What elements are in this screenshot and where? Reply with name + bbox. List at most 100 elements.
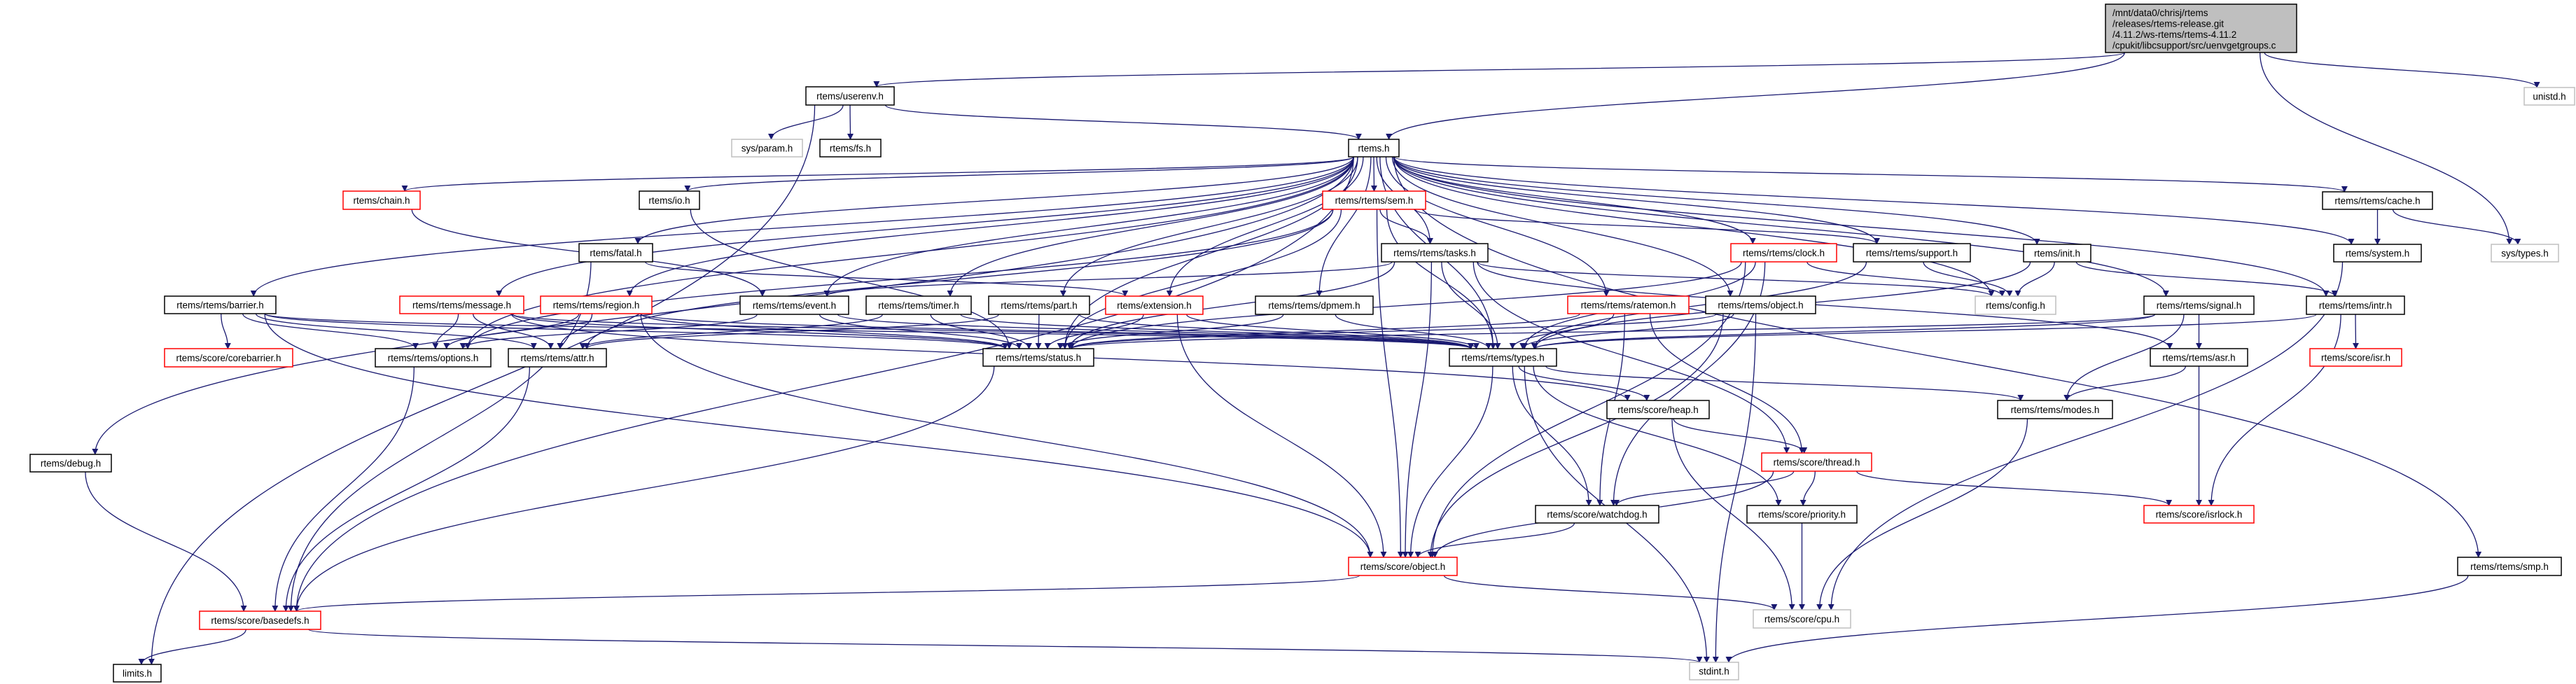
- edge-region-to-types: [640, 313, 1474, 349]
- edge-timer-to-types: [960, 314, 1474, 349]
- edge-tasks-to-asr: [1477, 261, 2173, 349]
- edge-smp-to-stdint: [1725, 575, 2469, 663]
- node-region[interactable]: rtems/rtems/region.h: [540, 295, 653, 314]
- edge-part-to-types: [1078, 314, 1474, 349]
- node-box: [399, 295, 524, 314]
- node-clock[interactable]: rtems/rtems/clock.h: [1730, 243, 1837, 263]
- node-dpmem[interactable]: rtems/rtems/dpmem.h: [1255, 295, 1374, 315]
- root-node-label-line: /mnt/data0/chrisj/rtems: [2112, 8, 2208, 18]
- edge-status-to-basedefs: [293, 365, 995, 612]
- node-status[interactable]: rtems/rtems/status.h: [982, 348, 1094, 367]
- node-box: [1535, 505, 1659, 524]
- node-signal[interactable]: rtems/rtems/signal.h: [2143, 295, 2255, 315]
- node-chain[interactable]: rtems/chain.h: [342, 190, 421, 210]
- edge-region-to-options: [443, 313, 580, 349]
- node-box: [2322, 191, 2433, 210]
- node-modes[interactable]: rtems/rtems/modes.h: [1997, 400, 2113, 419]
- node-io[interactable]: rtems/io.h: [639, 190, 700, 210]
- node-isr[interactable]: rtems/score/isr.h: [2309, 348, 2402, 367]
- node-stdint[interactable]: stdint.h: [1689, 662, 1739, 680]
- node-options[interactable]: rtems/rtems/options.h: [375, 348, 492, 368]
- node-config[interactable]: rtems/config.h: [1975, 295, 2056, 315]
- node-smp[interactable]: rtems/rtems/smp.h: [2457, 557, 2562, 576]
- edge-sem-to-tasks: [1379, 209, 1433, 244]
- node-label: rtems/rtems/event.h: [753, 300, 836, 311]
- edge-region-to-status: [640, 313, 1008, 349]
- node-rtems[interactable]: rtems.h: [1348, 139, 1400, 158]
- node-box: [1705, 295, 1816, 314]
- edge-scoreobject-to-basedefs: [293, 575, 1360, 612]
- node-support[interactable]: rtems/rtems/support.h: [1853, 243, 1971, 263]
- edge-sem-to-scoreobject: [1376, 209, 1404, 558]
- node-message[interactable]: rtems/rtems/message.h: [399, 295, 524, 314]
- node-systypes[interactable]: sys/types.h: [2491, 244, 2559, 263]
- node-heap[interactable]: rtems/score/heap.h: [1606, 400, 1710, 419]
- node-timer[interactable]: rtems/rtems/timer.h: [865, 295, 972, 315]
- node-types[interactable]: rtems/rtems/types.h: [1449, 348, 1557, 367]
- node-box: [1975, 295, 2056, 315]
- node-limits[interactable]: limits.h: [113, 664, 162, 683]
- node-ratemon[interactable]: rtems/rtems/ratemon.h: [1567, 295, 1690, 314]
- node-fs[interactable]: rtems/fs.h: [819, 139, 882, 158]
- node-isrlock[interactable]: rtems/score/isrlock.h: [2143, 505, 2255, 524]
- node-extension[interactable]: rtems/extension.h: [1105, 295, 1204, 315]
- node-system[interactable]: rtems/system.h: [2333, 244, 2422, 263]
- edge-message-to-types: [510, 313, 1474, 349]
- edge-options-to-basedefs: [272, 366, 415, 612]
- node-object[interactable]: rtems/rtems/object.h: [1705, 295, 1816, 314]
- edge-extension-to-scoreobject: [1176, 314, 1387, 558]
- node-label: unistd.h: [2533, 92, 2565, 102]
- edge-tasks-to-thread: [1473, 261, 1790, 454]
- edge-rtems-to-region: [626, 156, 1354, 297]
- node-box: [1381, 243, 1489, 263]
- edge-signal-to-status: [1068, 314, 2156, 349]
- edge-message-to-options: [432, 313, 459, 349]
- node-scoreobject[interactable]: rtems/score/object.h: [1348, 557, 1458, 576]
- edge-types-to-modes: [1545, 365, 2024, 401]
- node-priority[interactable]: rtems/score/priority.h: [1746, 505, 1858, 524]
- edge-main-to-unistd: [2264, 52, 2540, 88]
- edge-rtems-to-extension: [1166, 156, 1364, 297]
- node-watchdog[interactable]: rtems/score/watchdog.h: [1535, 505, 1659, 524]
- node-label: rtems/rtems/tasks.h: [1393, 248, 1476, 258]
- node-intr[interactable]: rtems/rtems/intr.h: [2306, 295, 2405, 315]
- node-userenv[interactable]: rtems/userenv.h: [805, 86, 895, 106]
- node-box: [113, 664, 162, 683]
- edge-rtems-to-io: [684, 156, 1354, 192]
- edge-watchdog-to-scoreobject: [1414, 522, 1575, 558]
- node-corebarrier[interactable]: rtems/score/corebarrier.h: [164, 348, 293, 368]
- node-cpu[interactable]: rtems/score/cpu.h: [1753, 609, 1851, 629]
- node-cache[interactable]: rtems/rtems/cache.h: [2322, 191, 2433, 210]
- root-node-label-line: /releases/rtems-release.git: [2112, 19, 2224, 29]
- node-sysparam[interactable]: sys/param.h: [731, 139, 803, 158]
- node-label: rtems/extension.h: [1117, 300, 1192, 311]
- edge-types-to-priority: [1533, 365, 1782, 506]
- node-label: rtems/score/basedefs.h: [211, 615, 309, 626]
- node-init[interactable]: rtems/init.h: [2023, 244, 2091, 263]
- node-attr[interactable]: rtems/rtems/attr.h: [508, 348, 607, 368]
- node-fatal[interactable]: rtems/fatal.h: [578, 243, 653, 263]
- node-thread[interactable]: rtems/score/thread.h: [1761, 452, 1872, 472]
- node-label: rtems/init.h: [2034, 249, 2080, 259]
- node-tasks[interactable]: rtems/rtems/tasks.h: [1381, 243, 1489, 263]
- node-unistd[interactable]: unistd.h: [2523, 87, 2575, 106]
- edge-debug-to-basedefs: [85, 471, 247, 612]
- node-debug[interactable]: rtems/debug.h: [29, 454, 112, 473]
- node-label: rtems/rtems/status.h: [996, 353, 1081, 363]
- edge-barrier-to-attr: [255, 313, 537, 349]
- node-barrier[interactable]: rtems/rtems/barrier.h: [164, 295, 277, 314]
- node-basedefs[interactable]: rtems/score/basedefs.h: [199, 610, 321, 630]
- node-part[interactable]: rtems/rtems/part.h: [988, 295, 1090, 315]
- node-root-file[interactable]: /mnt/data0/chrisj/rtems/releases/rtems-r…: [2105, 4, 2297, 53]
- edge-intr-to-types: [1532, 314, 2317, 349]
- node-event[interactable]: rtems/rtems/event.h: [739, 295, 849, 315]
- node-sem[interactable]: rtems/rtems/sem.h: [1322, 190, 1426, 210]
- edge-system-to-cpu: [1827, 261, 2344, 610]
- edge-dpmem-to-status: [1057, 314, 1284, 349]
- edge-rtems-to-smp: [1393, 156, 2482, 558]
- edge-sem-to-support: [1414, 209, 1880, 244]
- node-asr[interactable]: rtems/rtems/asr.h: [2150, 348, 2248, 367]
- edge-signal-to-modes: [2063, 314, 2185, 401]
- edge-barrier-to-status: [264, 313, 1008, 349]
